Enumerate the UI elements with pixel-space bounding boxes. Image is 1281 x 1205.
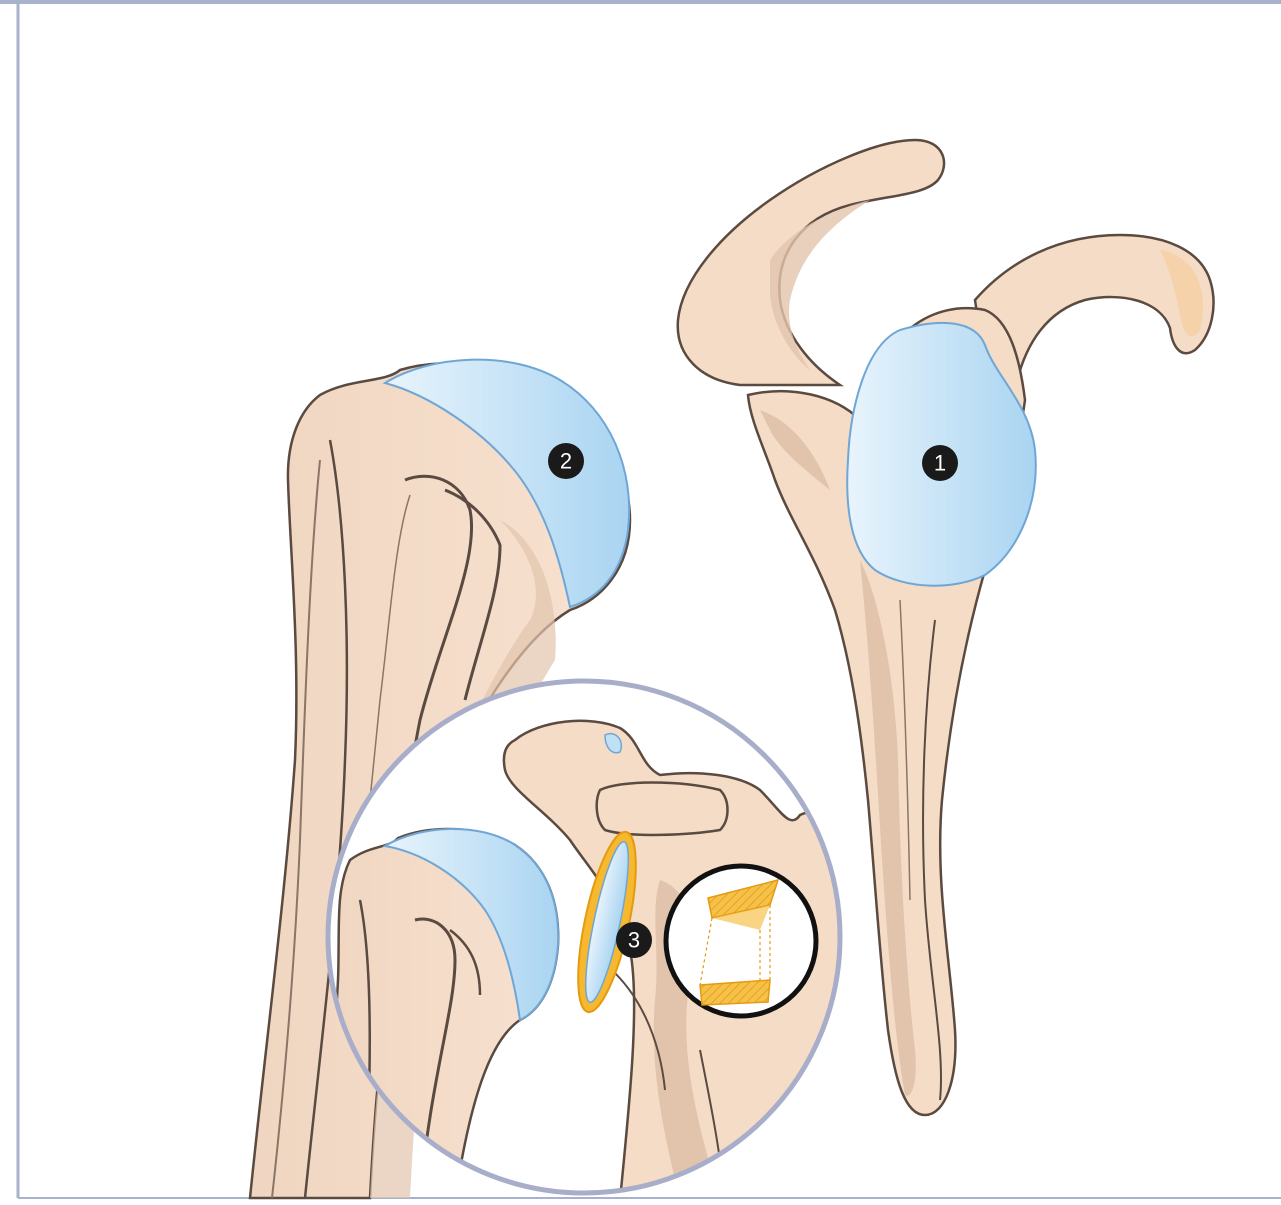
labrum-cross-section [666, 866, 816, 1016]
marker-1-label: 1 [934, 451, 946, 476]
marker-2-label: 2 [560, 449, 572, 474]
marker-3-label: 3 [628, 928, 640, 953]
marker-3: 3 [616, 922, 652, 958]
marker-2: 2 [548, 443, 584, 479]
marker-1: 1 [922, 445, 958, 481]
